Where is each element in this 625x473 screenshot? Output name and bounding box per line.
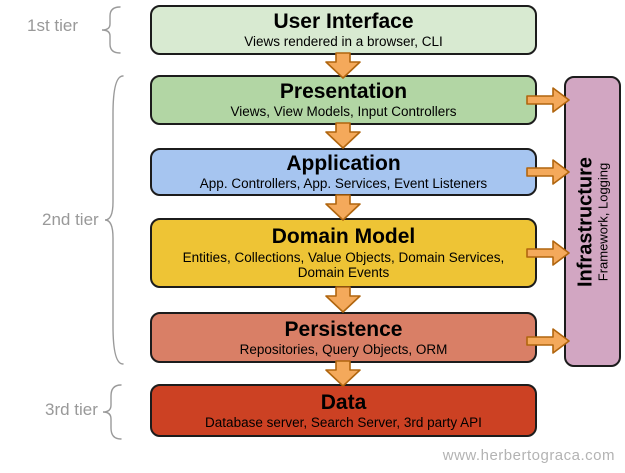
down-arrow-presentation-to-application bbox=[325, 122, 361, 149]
right-arrow-domain-to-infrastructure bbox=[526, 240, 570, 266]
layer-subtitle: App. Controllers, App. Services, Event L… bbox=[199, 176, 488, 192]
layer-subtitle: Entities, Collections, Value Objects, Do… bbox=[182, 249, 505, 281]
layer-box-presentation: Presentation Views, View Models, Input C… bbox=[150, 75, 537, 125]
layer-title: Application bbox=[286, 152, 401, 176]
layer-box-infrastructure: Infrastructure Framework, Logging bbox=[564, 76, 621, 367]
layer-box-data: Data Database server, Search Server, 3rd… bbox=[150, 384, 537, 437]
layer-box-application: Application App. Controllers, App. Servi… bbox=[150, 148, 537, 196]
down-arrow-ui-to-presentation bbox=[325, 52, 361, 79]
layer-box-user-interface: User Interface Views rendered in a brows… bbox=[150, 5, 537, 55]
layer-subtitle: Repositories, Query Objects, ORM bbox=[239, 341, 448, 357]
layer-title: Infrastructure bbox=[573, 156, 596, 287]
layer-subtitle: Views, View Models, Input Controllers bbox=[230, 104, 457, 120]
down-arrow-application-to-domain bbox=[325, 194, 361, 221]
right-arrow-presentation-to-infrastructure bbox=[526, 87, 570, 113]
tier-2-brace bbox=[104, 75, 124, 365]
right-arrow-application-to-infrastructure bbox=[526, 159, 570, 185]
layer-subtitle: Framework, Logging bbox=[594, 162, 610, 281]
infrastructure-rotated-text: Infrastructure Framework, Logging bbox=[573, 156, 610, 287]
tier-3-brace bbox=[102, 384, 122, 440]
tier-label-1st: 1st tier bbox=[27, 16, 79, 35]
tier-label-2nd: 2nd tier bbox=[42, 210, 99, 229]
tier-label-3rd: 3rd tier bbox=[45, 400, 98, 419]
right-arrow-persistence-to-infrastructure bbox=[526, 328, 570, 354]
layer-box-domain-model: Domain Model Entities, Collections, Valu… bbox=[150, 218, 537, 288]
tier-1-brace bbox=[101, 6, 121, 54]
layer-box-persistence: Persistence Repositories, Query Objects,… bbox=[150, 312, 537, 363]
down-arrow-domain-to-persistence bbox=[325, 286, 361, 313]
layer-subtitle: Views rendered in a browser, CLI bbox=[244, 34, 443, 50]
layer-subtitle: Database server, Search Server, 3rd part… bbox=[205, 414, 482, 430]
layer-title: Presentation bbox=[279, 80, 408, 104]
layer-title: User Interface bbox=[273, 10, 414, 34]
watermark-url: www.herbertograca.com bbox=[442, 447, 615, 464]
layer-title: Domain Model bbox=[271, 225, 416, 249]
layer-title: Persistence bbox=[284, 317, 403, 341]
layer-title: Data bbox=[320, 390, 367, 414]
down-arrow-persistence-to-data bbox=[325, 360, 361, 387]
